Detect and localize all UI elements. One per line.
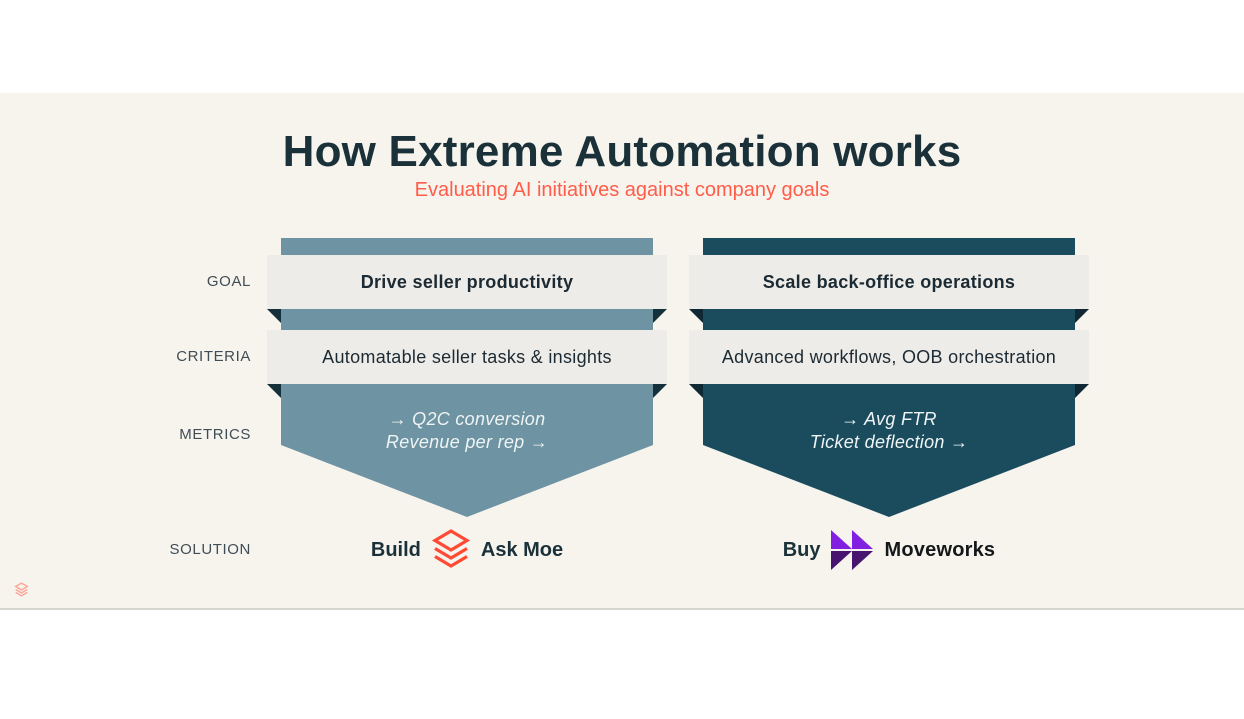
- moveworks-logo-icon: [830, 530, 875, 570]
- ribbon-fold: [689, 309, 703, 323]
- criteria-bar: Advanced workflows, OOB orchestration: [689, 330, 1089, 384]
- slide-title: How Extreme Automation works: [282, 127, 962, 176]
- ribbon-fold: [267, 309, 281, 323]
- metrics-line: → Avg FTR: [841, 409, 937, 429]
- databricks-watermark-icon: [14, 582, 29, 598]
- row-label-metrics: METRICS: [179, 426, 251, 443]
- ribbon-fold: [267, 384, 281, 398]
- criteria-bar: Automatable seller tasks & insights: [267, 330, 667, 384]
- row-label-solution: SOLUTION: [169, 541, 251, 558]
- goal-bar: Scale back-office operations: [689, 255, 1089, 309]
- slide-subtitle: Evaluating AI initiatives against compan…: [414, 179, 830, 201]
- ribbon-fold: [1075, 309, 1089, 323]
- ribbon-fold: [653, 309, 667, 323]
- databricks-logo-icon: [431, 528, 471, 572]
- column-buy: Scale back-office operations Advanced wo…: [689, 238, 1089, 583]
- solution-name: Moveworks: [884, 538, 996, 561]
- row-label-goal: GOAL: [206, 273, 251, 290]
- ribbon-fold: [689, 384, 703, 398]
- goal-bar: Drive seller productivity: [267, 255, 667, 309]
- solution-row: Build Ask Moe: [267, 527, 667, 573]
- metrics-text: → Q2C conversion Revenue per rep →: [267, 408, 667, 454]
- solution-name: Ask Moe: [480, 538, 564, 561]
- metrics-text: → Avg FTR Ticket deflection →: [689, 408, 1089, 454]
- column-build: Drive seller productivity Automatable se…: [267, 238, 667, 583]
- solution-verb: Build: [370, 538, 421, 561]
- ribbon-fold: [653, 384, 667, 398]
- solution-verb: Buy: [782, 538, 821, 561]
- metrics-line: Ticket deflection →: [809, 432, 969, 452]
- slide-canvas: How Extreme Automation works Evaluating …: [0, 93, 1244, 610]
- metrics-line: → Q2C conversion: [388, 409, 546, 429]
- metrics-line: Revenue per rep →: [385, 432, 549, 452]
- row-label-criteria: CRITERIA: [176, 348, 251, 365]
- solution-row: Buy Moveworks: [689, 527, 1089, 573]
- ribbon-fold: [1075, 384, 1089, 398]
